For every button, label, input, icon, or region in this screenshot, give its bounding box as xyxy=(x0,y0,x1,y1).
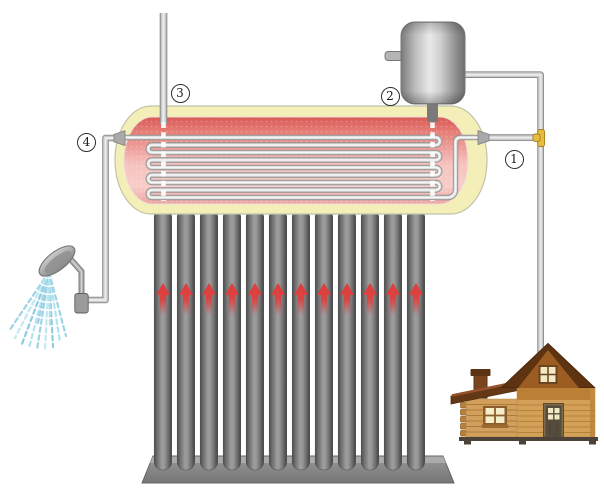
annex-window xyxy=(481,406,509,428)
shower xyxy=(7,245,89,352)
tank-nozzles xyxy=(113,129,490,147)
feeder-tank-stub xyxy=(384,51,403,61)
outlet-nozzle xyxy=(113,130,126,147)
vacuum-tubes xyxy=(153,208,425,471)
callout-3: 3 xyxy=(170,83,190,103)
shower-head-icon xyxy=(38,245,76,277)
attic-window xyxy=(538,365,558,384)
water-spray xyxy=(7,270,68,352)
house-icon xyxy=(450,342,598,445)
main-house xyxy=(459,342,598,445)
foundation xyxy=(459,437,598,445)
callout-2: 2 xyxy=(380,86,400,106)
annex xyxy=(450,380,521,438)
feeder-tank xyxy=(384,21,466,122)
shower-bracket xyxy=(74,293,89,314)
hot-water-pipe xyxy=(86,134,121,304)
internal-pipe-dashes xyxy=(161,122,435,201)
door xyxy=(543,403,564,438)
callout-4: 4 xyxy=(77,132,96,152)
heat-exchanger-coil xyxy=(115,134,487,201)
callout-1: 1 xyxy=(504,149,524,169)
cold-water-supply-pipe xyxy=(461,71,544,371)
heat-arrows xyxy=(156,283,423,315)
inlet-nozzle xyxy=(477,129,490,146)
tee-valve-icon xyxy=(532,129,546,147)
